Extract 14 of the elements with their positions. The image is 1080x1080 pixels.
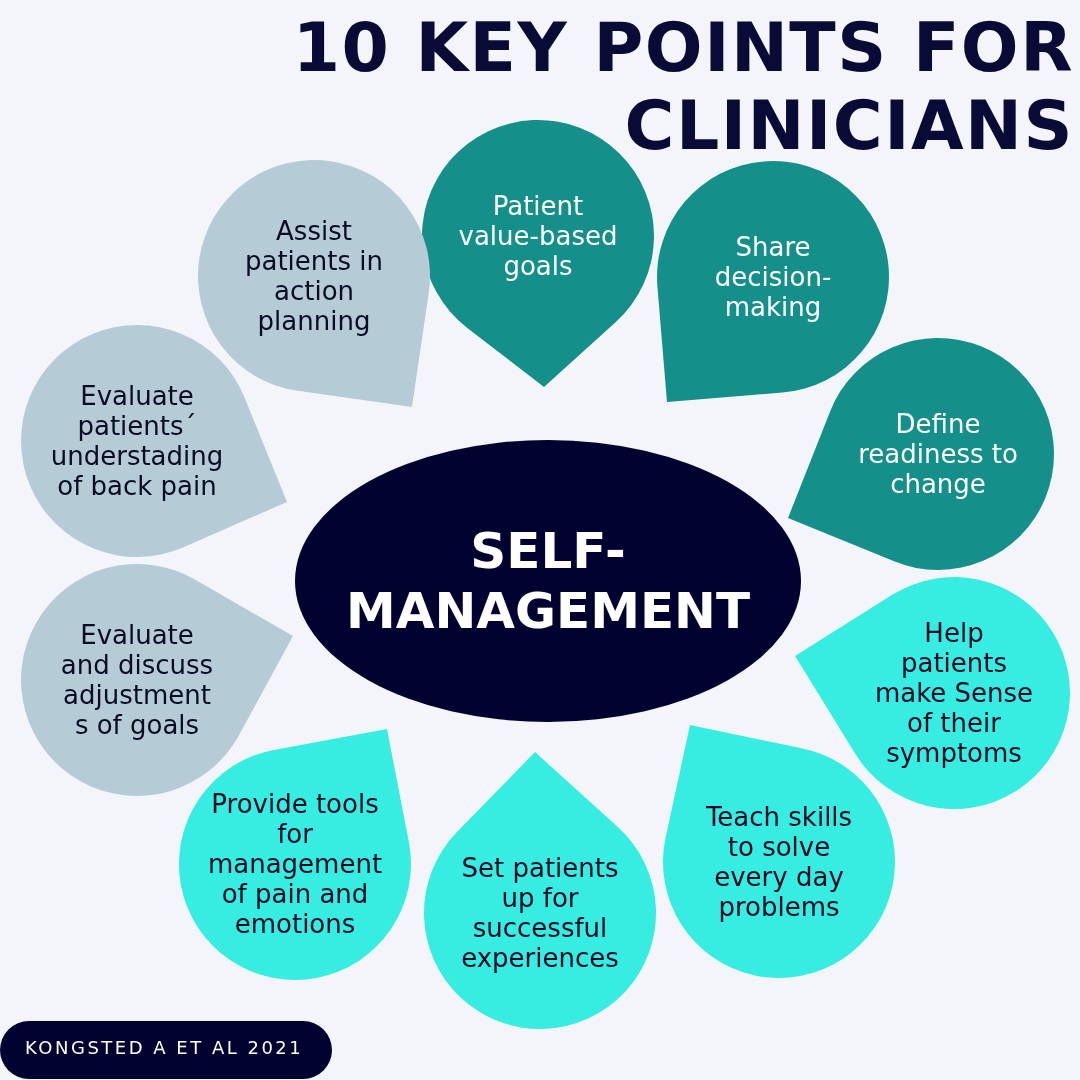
key-point-text: Evaluate and discuss adjustment s of goals bbox=[59, 620, 215, 740]
title: 10 KEY POINTS FOR CLINICIANS bbox=[291, 9, 1074, 165]
key-point-text: Teach skills to solve every day problems bbox=[704, 802, 854, 922]
citation-banner bbox=[0, 1021, 332, 1079]
key-point-text: Patient value-based goals bbox=[457, 191, 619, 281]
key-point-text: Assist patients in action planning bbox=[243, 216, 384, 336]
key-point-text: Evaluate patients´ understading of back pain bbox=[49, 381, 225, 501]
key-point-text: Help patients make Sense of their symptoms bbox=[873, 618, 1035, 768]
key-point-text: Provide tools for management of pain and emotions bbox=[206, 789, 384, 939]
key-point-text: Set patients up for successful experiences bbox=[460, 853, 620, 973]
key-point-text: Share decision-making bbox=[713, 232, 833, 322]
key-point-text: Define readiness to change bbox=[857, 409, 1019, 499]
hub-label: SELF-MANAGEMENT bbox=[344, 521, 752, 641]
citation-text: KONGSTED A ET AL 2021 bbox=[25, 1037, 304, 1058]
